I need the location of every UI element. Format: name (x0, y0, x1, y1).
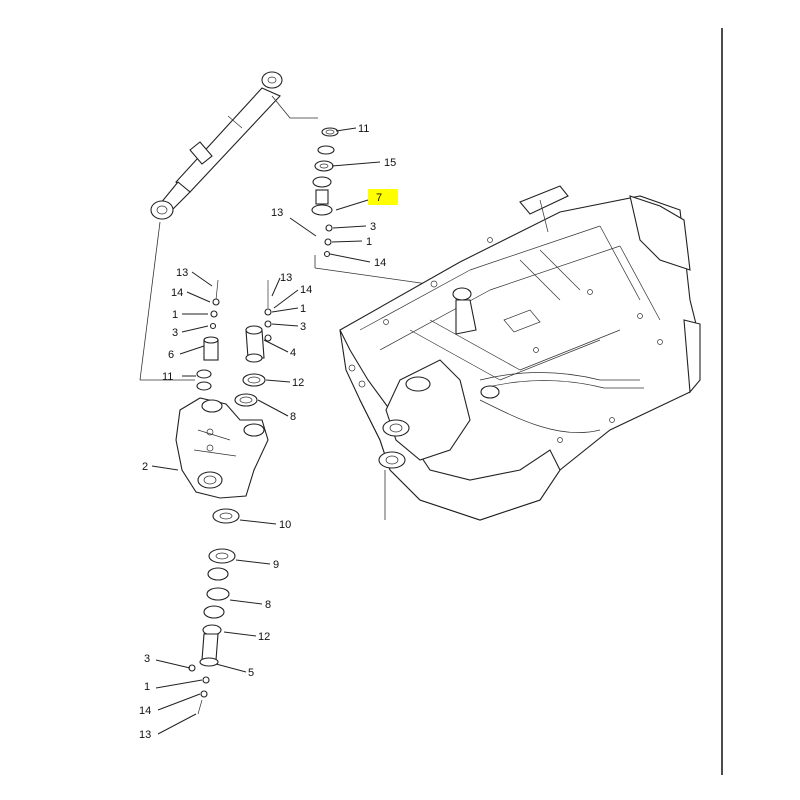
callout-3: 3 (144, 653, 150, 665)
right-pin-stack (234, 280, 272, 407)
callout-15: 15 (384, 157, 396, 169)
callout-10: 10 (279, 519, 291, 531)
leader-lines (151, 127, 381, 735)
callout-13: 13 (271, 207, 283, 219)
callout-1: 1 (144, 681, 150, 693)
callout-13: 13 (280, 272, 292, 284)
callout-2: 2 (142, 461, 148, 473)
callout-4: 4 (290, 347, 296, 359)
lower-pin-stack (188, 508, 240, 715)
callout-1: 1 (172, 309, 178, 321)
callout-6: 6 (168, 349, 174, 361)
callout-13: 13 (139, 729, 151, 741)
top-pin-stack (311, 127, 339, 258)
callout-labels: 11 15 7 13 3 1 14 13 14 1 3 6 11 13 14 1… (139, 123, 398, 741)
callout-5: 5 (248, 667, 254, 679)
callout-1: 1 (300, 303, 306, 315)
callout-11: 11 (358, 123, 369, 135)
callout-14: 14 (300, 284, 312, 296)
callout-9: 9 (273, 559, 279, 571)
callout-8: 8 (265, 599, 271, 611)
callout-14: 14 (139, 705, 151, 717)
callout-8: 8 (290, 411, 296, 423)
left-pin-stack (196, 279, 220, 391)
callout-1: 1 (366, 236, 372, 248)
callout-7-highlight (368, 189, 398, 205)
callout-14: 14 (374, 257, 386, 269)
machine-frame (339, 185, 701, 521)
callout-11: 11 (162, 371, 173, 383)
swing-bracket (175, 397, 269, 499)
callout-14: 14 (171, 287, 183, 299)
callout-13: 13 (176, 267, 188, 279)
callout-12: 12 (258, 631, 270, 643)
hydraulic-cylinder (150, 71, 283, 220)
callout-3: 3 (370, 221, 376, 233)
callout-7: 7 (376, 192, 382, 204)
callout-3: 3 (172, 327, 178, 339)
callout-3: 3 (300, 321, 306, 333)
callout-12: 12 (292, 377, 304, 389)
alignment-lines (139, 95, 471, 520)
